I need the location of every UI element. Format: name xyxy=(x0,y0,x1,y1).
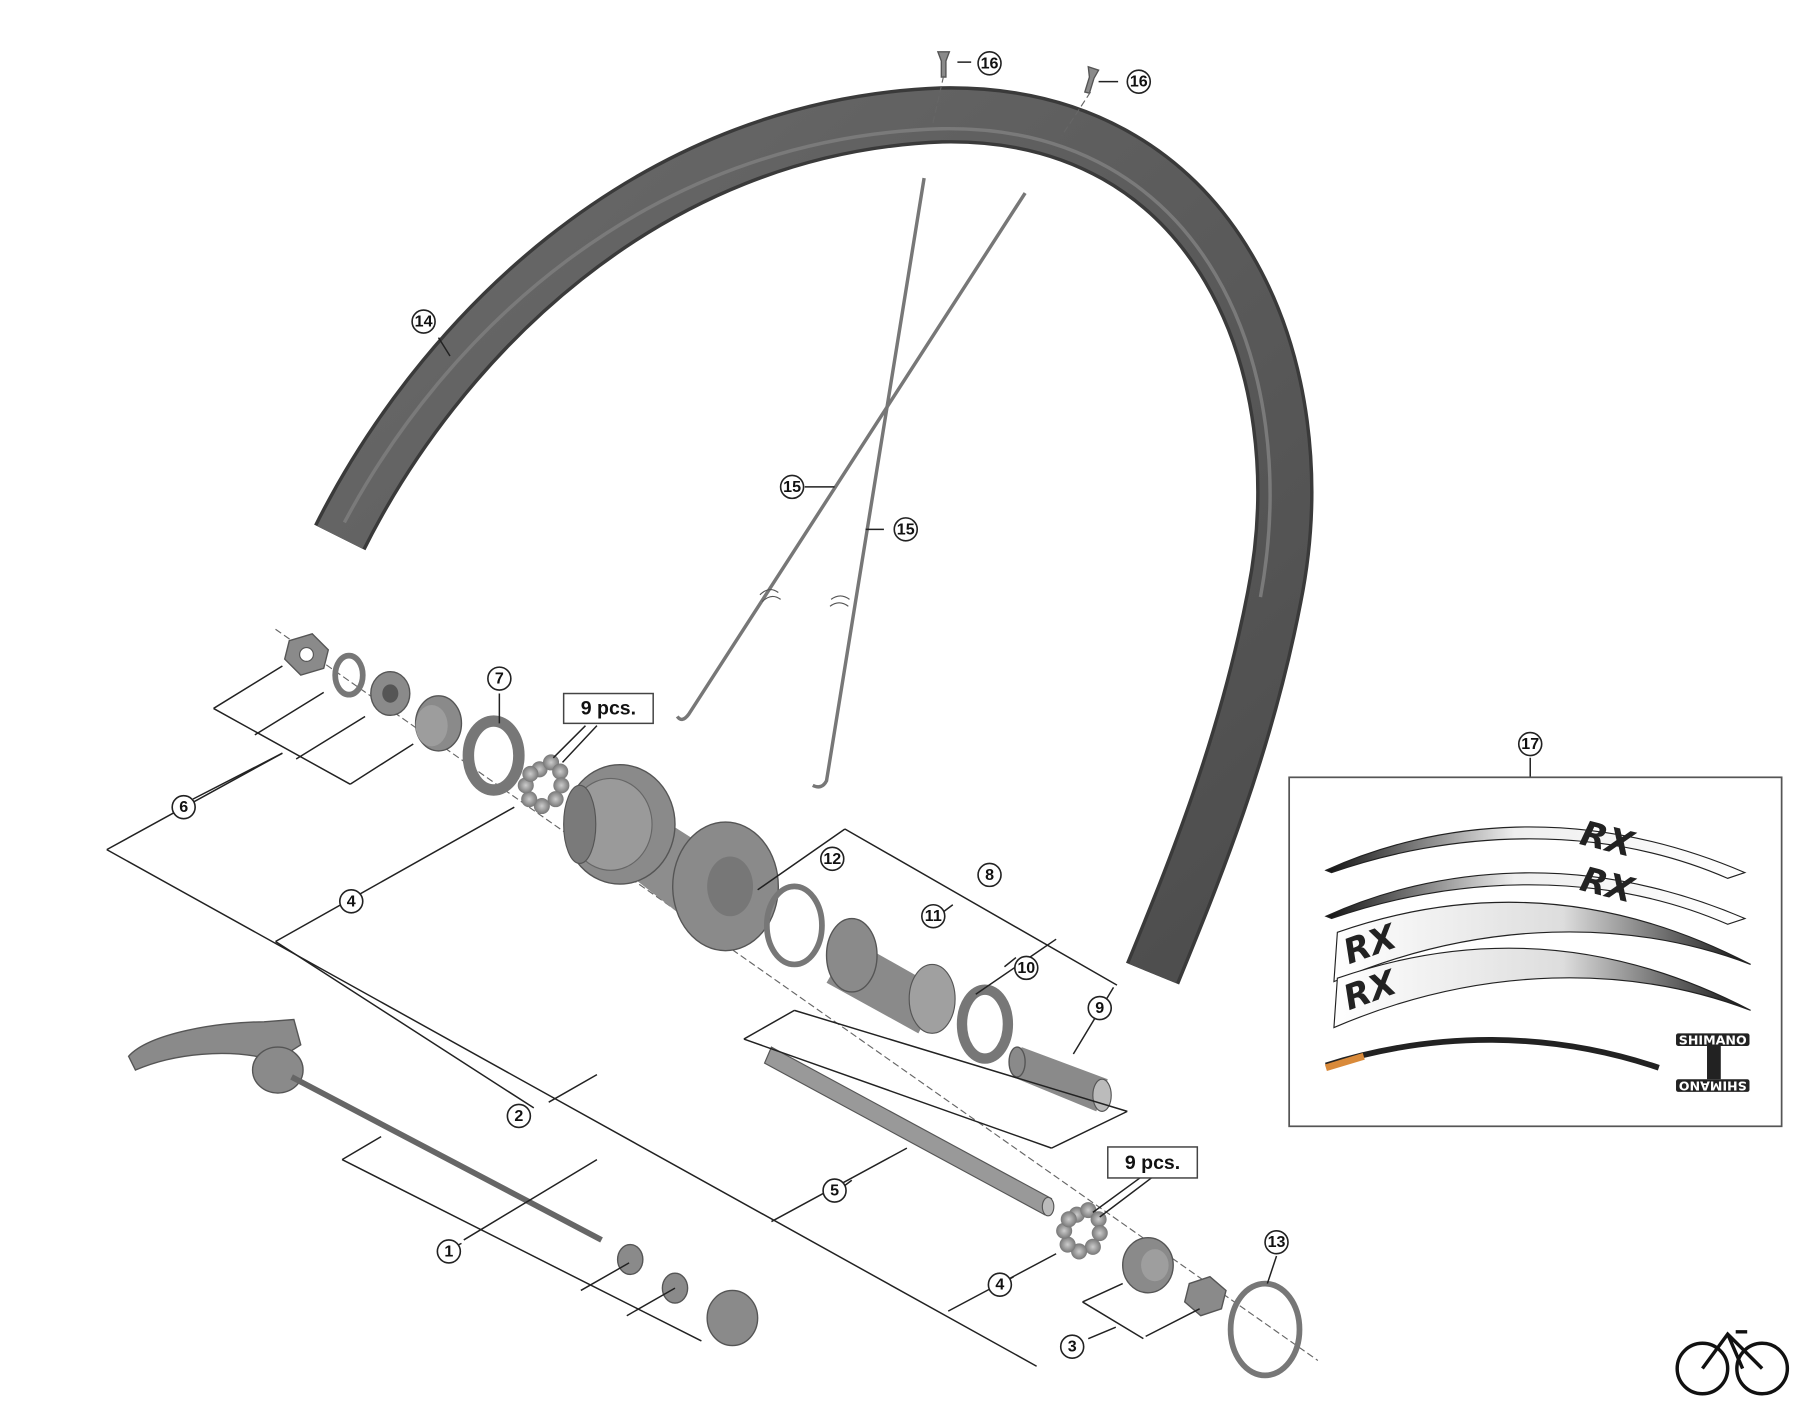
callout-3[interactable]: 3 xyxy=(1059,1334,1085,1359)
washer xyxy=(332,652,366,698)
ball-bearings xyxy=(517,754,570,815)
sticker-kit-box: RX RX RX RX SHIMANO SHIMANO xyxy=(1288,776,1783,1128)
svg-text:4: 4 xyxy=(347,892,356,910)
svg-text:11: 11 xyxy=(925,907,942,925)
svg-text:9 pcs.: 9 pcs. xyxy=(1125,1152,1180,1174)
hub-body xyxy=(563,764,780,952)
svg-text:4: 4 xyxy=(995,1276,1004,1294)
freehub-washer xyxy=(956,984,1014,1064)
lock-nut xyxy=(283,633,330,676)
quick-release-skewer xyxy=(290,1074,603,1243)
svg-text:6: 6 xyxy=(179,798,188,816)
callout-8[interactable]: 8 xyxy=(977,862,1002,888)
svg-text:1: 1 xyxy=(444,1242,453,1260)
quick-release-lever xyxy=(127,1018,304,1094)
cone xyxy=(414,695,463,752)
leader-lines xyxy=(106,61,1531,1367)
o-ring xyxy=(1227,1280,1303,1379)
ball-bearings xyxy=(1056,1202,1108,1260)
o-ring xyxy=(763,883,825,968)
callout-16[interactable]: 16 xyxy=(1126,69,1152,94)
shimano-text: SHIMANO xyxy=(1679,1079,1747,1094)
callout-2[interactable]: 2 xyxy=(506,1103,532,1129)
svg-text:15: 15 xyxy=(783,478,801,496)
spoke xyxy=(675,177,1027,789)
shimano-logo-sticker: SHIMANO SHIMANO xyxy=(1676,1033,1750,1094)
svg-text:10: 10 xyxy=(1017,959,1035,977)
callout-14[interactable]: 14 xyxy=(411,309,436,334)
svg-text:13: 13 xyxy=(1268,1233,1286,1251)
freehub-body xyxy=(825,917,956,1034)
callout-11[interactable]: 11 xyxy=(921,903,946,929)
spacer xyxy=(370,671,411,717)
callout-1[interactable]: 1 xyxy=(436,1239,462,1264)
spoke-nipple xyxy=(936,51,951,78)
callout-9[interactable]: 9 xyxy=(1087,995,1113,1021)
callout-4[interactable]: 4 xyxy=(338,889,364,914)
callout-17[interactable]: 17 xyxy=(1517,731,1543,757)
svg-text:3: 3 xyxy=(1068,1338,1077,1356)
svg-text:17: 17 xyxy=(1521,735,1539,753)
callout-5[interactable]: 5 xyxy=(822,1178,847,1203)
svg-text:2: 2 xyxy=(514,1107,523,1125)
dust-cap xyxy=(462,715,525,796)
callout-15[interactable]: 15 xyxy=(779,474,805,500)
callout-10[interactable]: 10 xyxy=(1013,955,1039,981)
callout-12[interactable]: 12 xyxy=(819,846,845,872)
callout-7[interactable]: 7 xyxy=(487,666,512,691)
svg-text:14: 14 xyxy=(415,313,433,331)
callout-6[interactable]: 6 xyxy=(171,794,196,820)
callout-15[interactable]: 15 xyxy=(893,517,919,542)
skewer-nut xyxy=(706,1289,759,1347)
bicycle-icon xyxy=(1675,1330,1790,1396)
svg-text:16: 16 xyxy=(1130,73,1148,91)
svg-text:12: 12 xyxy=(823,850,841,868)
svg-text:7: 7 xyxy=(495,670,504,688)
rim xyxy=(314,86,1314,985)
hub-axle xyxy=(763,1046,1055,1217)
spoke-nipple xyxy=(1083,65,1100,94)
svg-text:9 pcs.: 9 pcs. xyxy=(581,697,636,719)
skewer-spring xyxy=(616,1243,644,1276)
svg-text:9: 9 xyxy=(1095,999,1104,1017)
shimano-text: SHIMANO xyxy=(1679,1033,1747,1048)
callout-13[interactable]: 13 xyxy=(1264,1229,1289,1255)
quantity-label-lower: 9 pcs. xyxy=(1107,1146,1199,1179)
cone xyxy=(1122,1236,1174,1294)
freehub-sleeve xyxy=(1008,1046,1112,1112)
lock-nut xyxy=(1183,1275,1227,1317)
svg-text:5: 5 xyxy=(830,1182,839,1200)
callout-16[interactable]: 16 xyxy=(977,51,1002,76)
svg-text:8: 8 xyxy=(985,866,994,884)
callout-4[interactable]: 4 xyxy=(987,1272,1013,1298)
quantity-label-upper: 9 pcs. xyxy=(562,692,654,725)
svg-text:15: 15 xyxy=(897,520,915,538)
svg-text:16: 16 xyxy=(981,54,999,72)
